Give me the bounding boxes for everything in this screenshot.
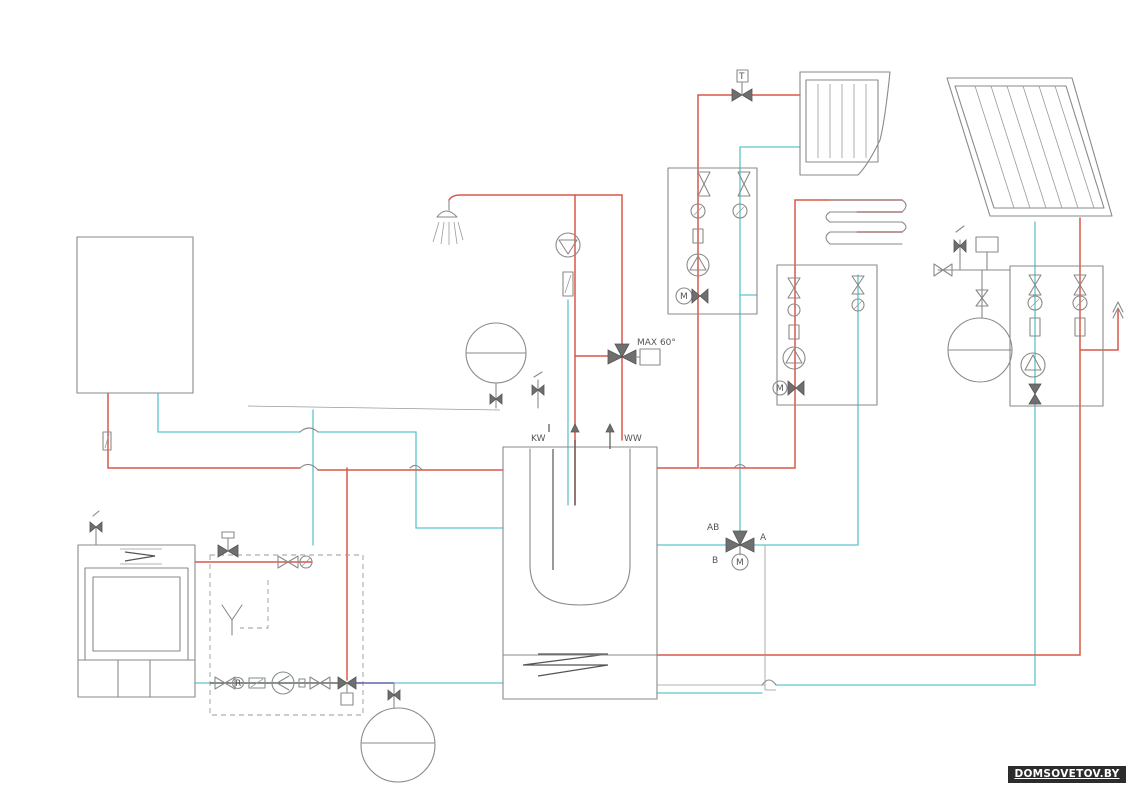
filter-icon — [692, 228, 704, 244]
floor-heating-pump-station: M — [772, 264, 878, 406]
max-temp-label: MAX 60° — [637, 338, 676, 348]
three-way-valve: M AB A B — [707, 523, 767, 690]
filter-icon — [562, 271, 574, 297]
circulation-pump-icon — [686, 253, 710, 277]
cold-pipes — [157, 146, 1036, 694]
svg-text:R: R — [235, 679, 241, 689]
radiator-pump-station: M — [667, 167, 758, 315]
expansion-vessel-top — [465, 322, 545, 409]
filter-icon — [102, 431, 112, 451]
solid-fuel-boiler — [77, 510, 196, 698]
solar-pump-station — [933, 225, 1124, 407]
svg-text:M: M — [680, 292, 688, 302]
filter-icon — [1074, 317, 1086, 337]
kw-label: KW — [531, 434, 546, 444]
solar-collector — [946, 77, 1113, 217]
control-lines — [657, 684, 776, 691]
circulation-pump-icon — [782, 346, 806, 370]
pipe-crossings — [247, 405, 501, 471]
floor-heating-coil — [825, 199, 907, 245]
ww-label: WW — [624, 434, 642, 444]
filter-icon — [1029, 317, 1041, 337]
port-ab-label: AB — [707, 523, 719, 533]
dhw-storage-tank: KW WW — [502, 423, 658, 700]
circulation-pump-icon — [271, 671, 295, 695]
circulation-pump-icon — [1020, 352, 1046, 378]
pipe-crossings-right — [733, 463, 777, 686]
valve-motor-label: M — [736, 558, 744, 568]
hot-pipes — [107, 94, 1119, 681]
filter-icon — [788, 324, 800, 340]
pump-group-module: R — [209, 531, 394, 716]
radiator: T — [731, 69, 891, 176]
wall-boiler — [76, 236, 194, 451]
port-b-label: B — [712, 556, 718, 566]
site-watermark[interactable]: DOMSOVETOV.BY — [1008, 766, 1126, 783]
dhw-pump — [555, 232, 581, 297]
svg-text:M: M — [776, 384, 784, 394]
thermostatic-mixing-valve: MAX 60° — [607, 338, 676, 366]
port-a-label: A — [760, 533, 767, 543]
shower-head-icon — [432, 199, 464, 245]
expansion-vessel-bottom — [360, 682, 436, 783]
thermostat-label: T — [738, 72, 745, 82]
